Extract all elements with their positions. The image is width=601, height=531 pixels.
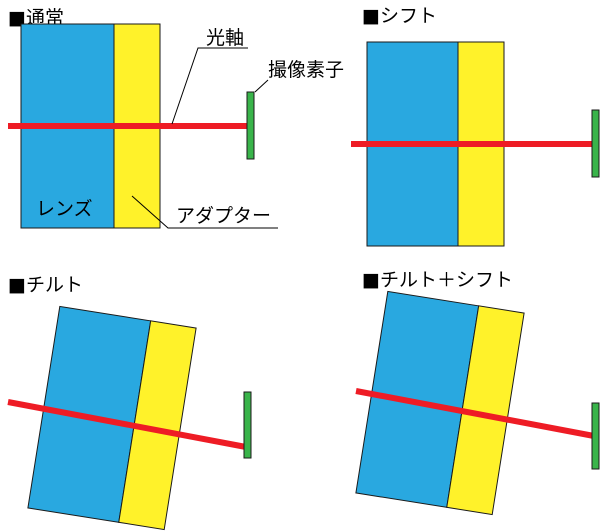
panel-shift: ■シフト xyxy=(351,5,600,247)
optical-axis-label: 光軸 xyxy=(206,27,244,49)
panel-tilt-shift: ■チルト＋シフト xyxy=(355,269,600,516)
adapter-body xyxy=(118,320,197,531)
image-sensor xyxy=(591,109,600,178)
panel-normal: ■通常 光軸 撮像素子 レンズ アダプター xyxy=(8,7,344,229)
image-sensor xyxy=(243,391,252,459)
adapter-leader xyxy=(131,195,278,229)
adapter-body xyxy=(446,305,525,516)
image-sensor-label: 撮像素子 xyxy=(268,59,344,81)
image-sensor xyxy=(591,402,600,470)
optical-axis-line xyxy=(7,399,247,450)
image-sensor xyxy=(246,91,255,160)
optical-axis-leader xyxy=(171,47,248,125)
adapter-label: アダプター xyxy=(176,205,271,227)
tilted-lens-assembly xyxy=(27,305,197,531)
image-sensor-leader xyxy=(254,79,269,93)
tilted-lens-assembly xyxy=(355,290,525,516)
panel-tilt: ■チルト xyxy=(7,274,252,531)
optical-axis-line xyxy=(355,388,595,439)
panel-shift-title: ■シフト xyxy=(362,5,437,27)
lens-label: レンズ xyxy=(36,198,93,220)
panel-tilt-title: ■チルト xyxy=(8,274,83,296)
panel-tilt-shift-title: ■チルト＋シフト xyxy=(362,269,513,291)
